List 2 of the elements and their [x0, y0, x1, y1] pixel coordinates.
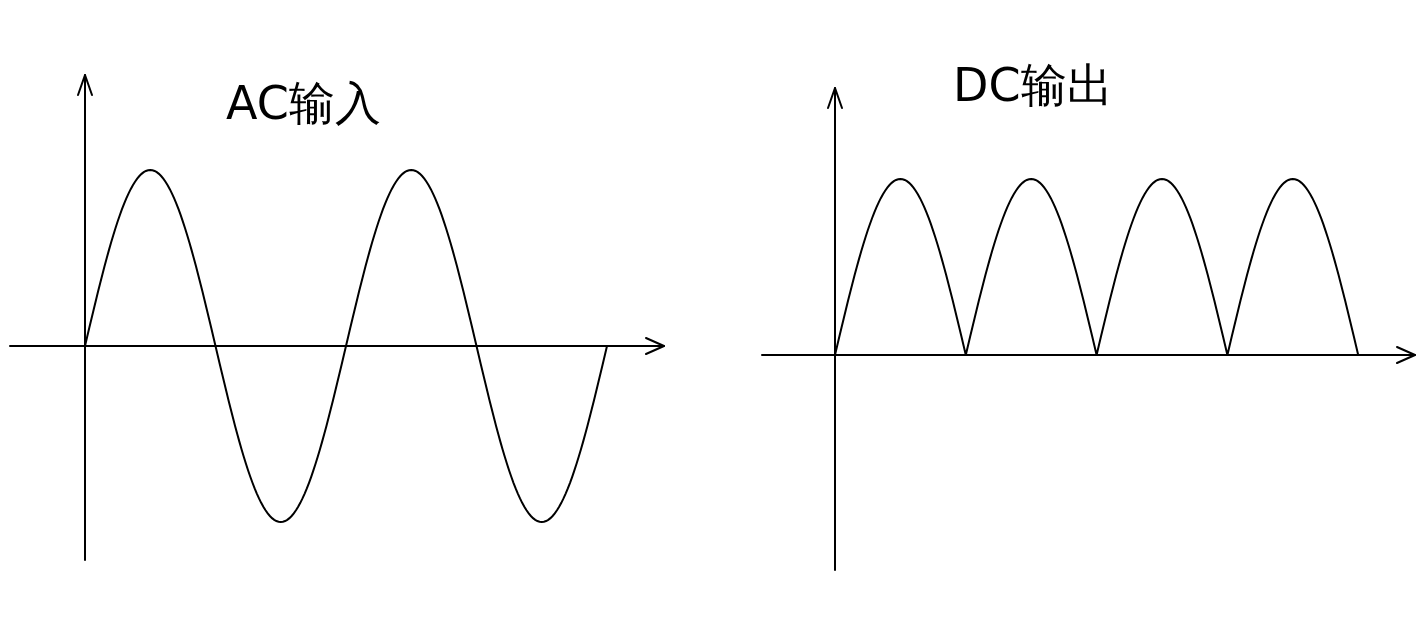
graph-title: AC输入 [226, 80, 381, 126]
graph-title: DC输出 [953, 62, 1113, 108]
